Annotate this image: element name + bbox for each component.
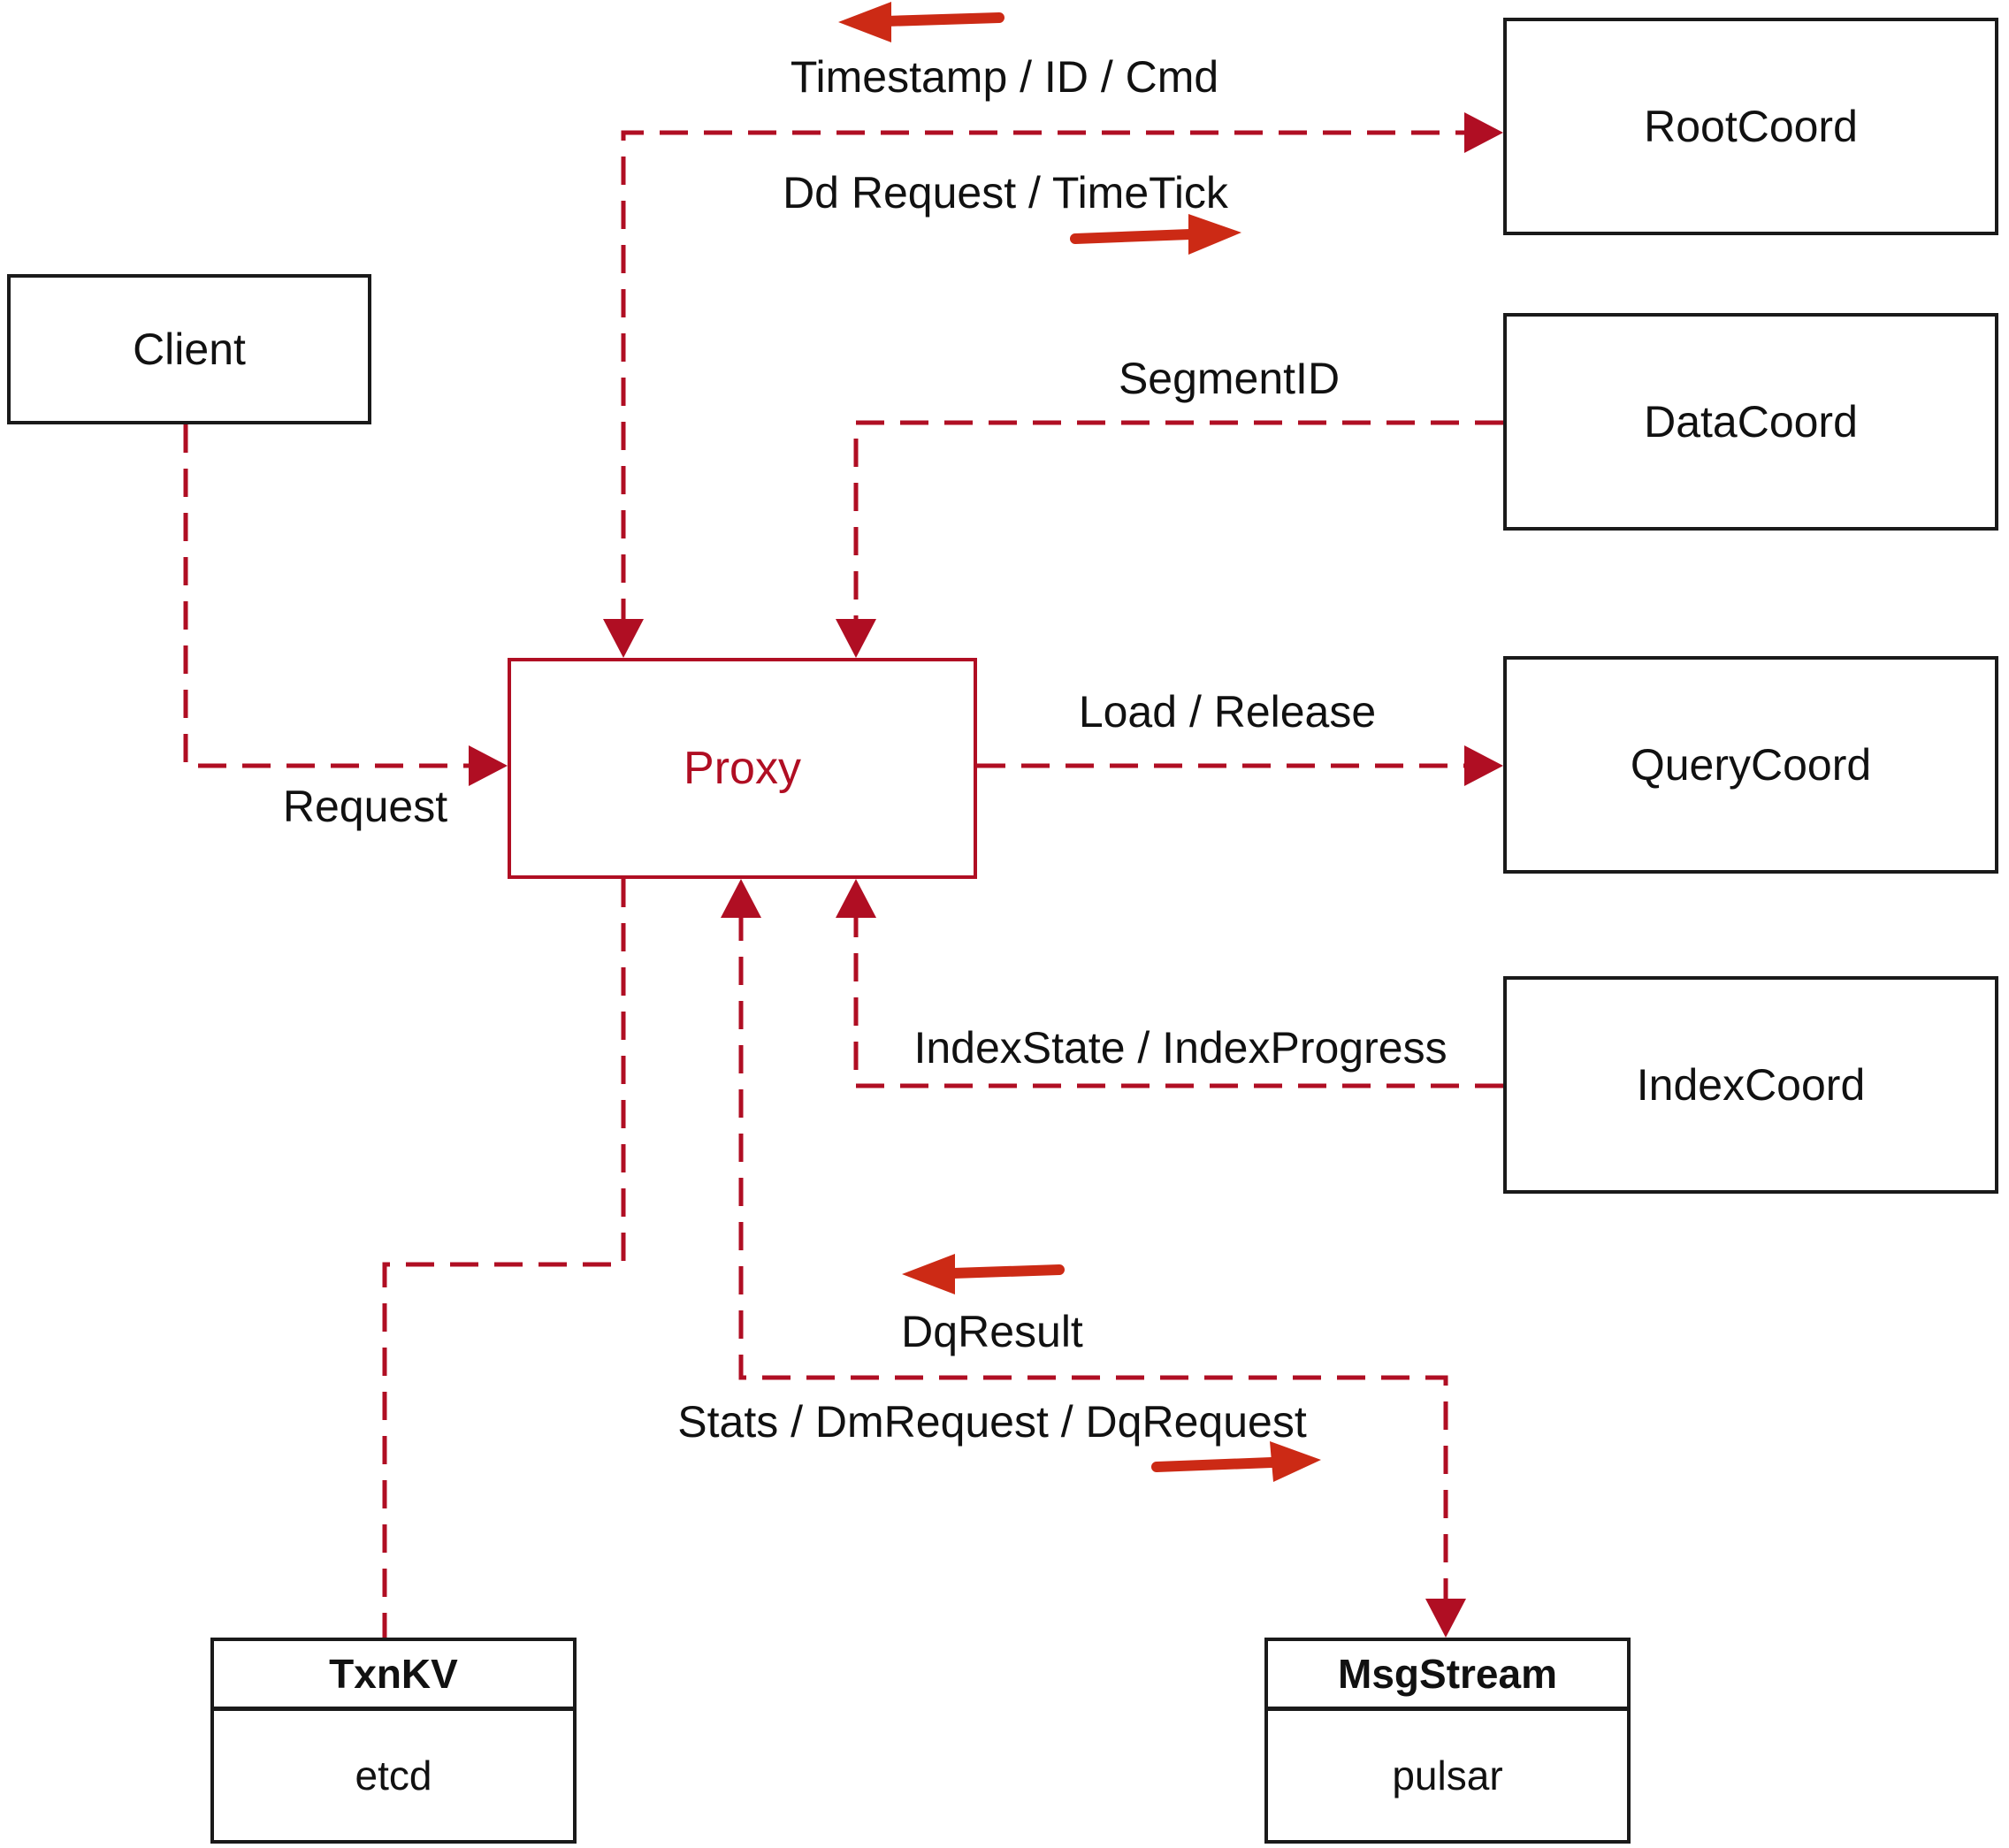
edge-label-stats-dmrequest-dqrequest: Stats / DmRequest / DqRequest xyxy=(677,1397,1307,1447)
arrowhead-into-proxy-top-right-icon xyxy=(836,619,876,658)
arrowhead-into-proxy-top-left-icon xyxy=(603,619,644,658)
arrowhead-into-rootcoord-icon xyxy=(1464,112,1503,153)
node-client-label: Client xyxy=(133,325,246,374)
edge-datacoord-proxy xyxy=(853,420,1503,624)
edge-label-timestamp-id-cmd: Timestamp / ID / Cmd xyxy=(790,52,1219,102)
arrowhead-into-proxy-bottom-right-icon xyxy=(836,879,876,918)
edge-label-dqresult: DqResult xyxy=(901,1307,1083,1356)
arrow-left-dqresult-icon xyxy=(902,1254,1065,1294)
arrow-right-ddrequest-icon xyxy=(1070,214,1241,255)
node-proxy-label: Proxy xyxy=(684,743,801,794)
edge-client-proxy xyxy=(183,424,488,768)
arrowhead-into-querycoord-icon xyxy=(1464,745,1503,786)
node-datacoord: DataCoord xyxy=(1503,313,1998,531)
edge-label-request: Request xyxy=(282,782,448,831)
node-datacoord-label: DataCoord xyxy=(1644,397,1858,447)
node-msgstream-subtitle: pulsar xyxy=(1392,1753,1503,1798)
node-rootcoord-label: RootCoord xyxy=(1644,102,1858,151)
edge-proxy-txnkv xyxy=(382,879,626,1638)
edge-proxy-msgstream xyxy=(738,913,1448,1600)
node-indexcoord-label: IndexCoord xyxy=(1636,1060,1866,1110)
edge-label-load-release: Load / Release xyxy=(1078,687,1377,737)
edge-label-segmentid: SegmentID xyxy=(1118,354,1341,403)
arrow-left-timestamp-icon xyxy=(838,2,1004,42)
node-txnkv-subtitle: etcd xyxy=(355,1753,432,1798)
edge-proxy-rootcoord xyxy=(621,130,1484,624)
node-rootcoord: RootCoord xyxy=(1503,18,1998,235)
node-querycoord: QueryCoord xyxy=(1503,656,1998,874)
node-msgstream-title: MsgStream xyxy=(1268,1641,1627,1711)
arrow-right-stats-icon xyxy=(1151,1441,1321,1482)
node-txnkv: TxnKV etcd xyxy=(210,1638,577,1844)
node-indexcoord: IndexCoord xyxy=(1503,976,1998,1194)
node-proxy: Proxy xyxy=(508,658,977,879)
edge-label-indexstate-indexprogress: IndexState / IndexProgress xyxy=(913,1023,1448,1073)
node-client: Client xyxy=(7,274,371,424)
arrowhead-into-proxy-bottom-middle-icon xyxy=(721,879,761,918)
edge-label-dd-request-timetick: Dd Request / TimeTick xyxy=(783,168,1228,218)
node-txnkv-title: TxnKV xyxy=(214,1641,573,1711)
arrowhead-into-proxy-left-icon xyxy=(469,745,508,786)
edge-indexcoord-proxy xyxy=(853,913,1503,1088)
node-msgstream: MsgStream pulsar xyxy=(1264,1638,1631,1844)
arrowhead-into-msgstream-icon xyxy=(1425,1599,1466,1638)
node-querycoord-label: QueryCoord xyxy=(1630,740,1872,790)
